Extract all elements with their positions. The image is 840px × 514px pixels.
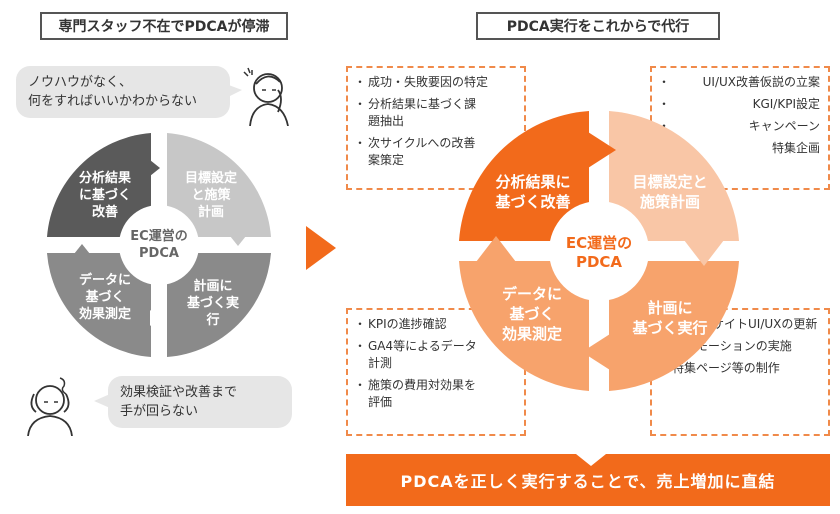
right-quadrant-plan bbox=[609, 111, 739, 241]
label-line: 計画に bbox=[193, 279, 233, 294]
list-top-right: UI/UX改善仮説の立案 KGI/KPI設定 キャンペーン 特集企画 bbox=[650, 66, 830, 190]
list-item: KGI/KPI設定 bbox=[658, 96, 820, 113]
label-line: データに bbox=[501, 285, 562, 303]
left-label-check: データに 基づく 効果測定 bbox=[70, 272, 140, 323]
bubble-tail bbox=[226, 84, 242, 98]
left-label-analyze: 分析結果 に基づく 改善 bbox=[72, 170, 138, 221]
label-line: 基づく実 bbox=[186, 296, 239, 311]
worried-person-icon bbox=[243, 67, 289, 126]
left-quadrant-analyze bbox=[47, 133, 151, 237]
list-item: 分析結果に基づく課題抽出 bbox=[354, 96, 516, 130]
label-line: に基づく bbox=[78, 188, 131, 203]
list-item: 成功・失敗要因の特定 bbox=[354, 74, 516, 91]
label-line: データに bbox=[78, 273, 131, 288]
label-line: 効果測定 bbox=[78, 307, 131, 322]
label-line: 行 bbox=[206, 313, 220, 328]
left-quadrant-plan bbox=[167, 133, 271, 237]
left-title: 専門スタッフ不在でPDCAが停滞 bbox=[40, 12, 288, 40]
list-top-left: 成功・失敗要因の特定 分析結果に基づく課題抽出 次サイクルへの改善案策定 bbox=[346, 66, 526, 190]
right-label-do: 計画に 基づく実行 bbox=[620, 298, 720, 338]
right-label-check: データに 基づく 効果測定 bbox=[482, 284, 582, 344]
label-line: 目標設定と bbox=[632, 173, 708, 191]
left-label-plan: 目標設定 と施策 計画 bbox=[178, 170, 244, 221]
right-center-line: PDCA bbox=[575, 253, 623, 271]
bubble-tail bbox=[94, 394, 110, 408]
chevron-right-arrow-icon bbox=[306, 226, 336, 270]
left-label-do: 計画に 基づく実 行 bbox=[180, 278, 246, 329]
list-item: 施策の費用対効果を評価 bbox=[354, 377, 516, 411]
label-line: 計画に bbox=[647, 299, 693, 317]
label-line: 基づく改善 bbox=[495, 193, 571, 211]
label-line: 基づく bbox=[509, 305, 555, 323]
label-line: 目標設定 bbox=[184, 171, 237, 186]
label-line: と施策 bbox=[191, 188, 231, 203]
label-line: 効果測定 bbox=[501, 325, 562, 343]
right-quadrant-do bbox=[609, 261, 739, 391]
bubble-line: 何をすればいいかわからない bbox=[28, 94, 198, 109]
list-item: KPIの進捗確認 bbox=[354, 316, 516, 333]
label-line: 施策計画 bbox=[639, 193, 700, 211]
label-line: 基づく bbox=[85, 290, 125, 305]
banner-notch bbox=[576, 454, 606, 466]
label-line: 改善 bbox=[91, 205, 118, 220]
left-quadrant-check bbox=[47, 253, 151, 357]
right-quadrant-analyze bbox=[459, 111, 589, 241]
left-center-line: EC運営の bbox=[130, 229, 188, 244]
right-label-plan: 目標設定と 施策計画 bbox=[618, 172, 722, 212]
right-pdca-cycle bbox=[459, 111, 739, 391]
left-center-line: PDCA bbox=[139, 246, 179, 261]
label-line: 分析結果 bbox=[78, 171, 131, 186]
headache-person-icon bbox=[27, 377, 73, 436]
list-item: UI/UX改善仮説の立案 bbox=[658, 74, 820, 91]
right-quadrant-check bbox=[459, 261, 589, 391]
list-item: GA4等によるデータ計測 bbox=[354, 338, 516, 372]
speech-bubble-bottom: 効果検証や改善まで 手が回らない bbox=[108, 376, 292, 428]
list-item: 次サイクルへの改善案策定 bbox=[354, 135, 516, 169]
bubble-line: 効果検証や改善まで bbox=[120, 385, 238, 400]
bubble-line: 手が回らない bbox=[120, 404, 199, 419]
right-center-label: EC運営の PDCA bbox=[559, 234, 639, 272]
left-center-label: EC運営の PDCA bbox=[119, 228, 199, 262]
right-center-line: EC運営の bbox=[565, 234, 633, 252]
bubble-line: ノウハウがなく、 bbox=[28, 75, 133, 90]
label-line: 基づく実行 bbox=[632, 319, 708, 337]
label-line: 分析結果に bbox=[495, 173, 571, 191]
left-pdca-cycle bbox=[47, 133, 271, 357]
right-label-analyze: 分析結果に 基づく改善 bbox=[478, 172, 588, 212]
speech-bubble-top: ノウハウがなく、 何をすればいいかわからない bbox=[16, 66, 230, 118]
label-line: 計画 bbox=[197, 205, 224, 220]
right-title: PDCA実行をこれからで代行 bbox=[476, 12, 720, 40]
left-quadrant-do bbox=[167, 253, 271, 357]
